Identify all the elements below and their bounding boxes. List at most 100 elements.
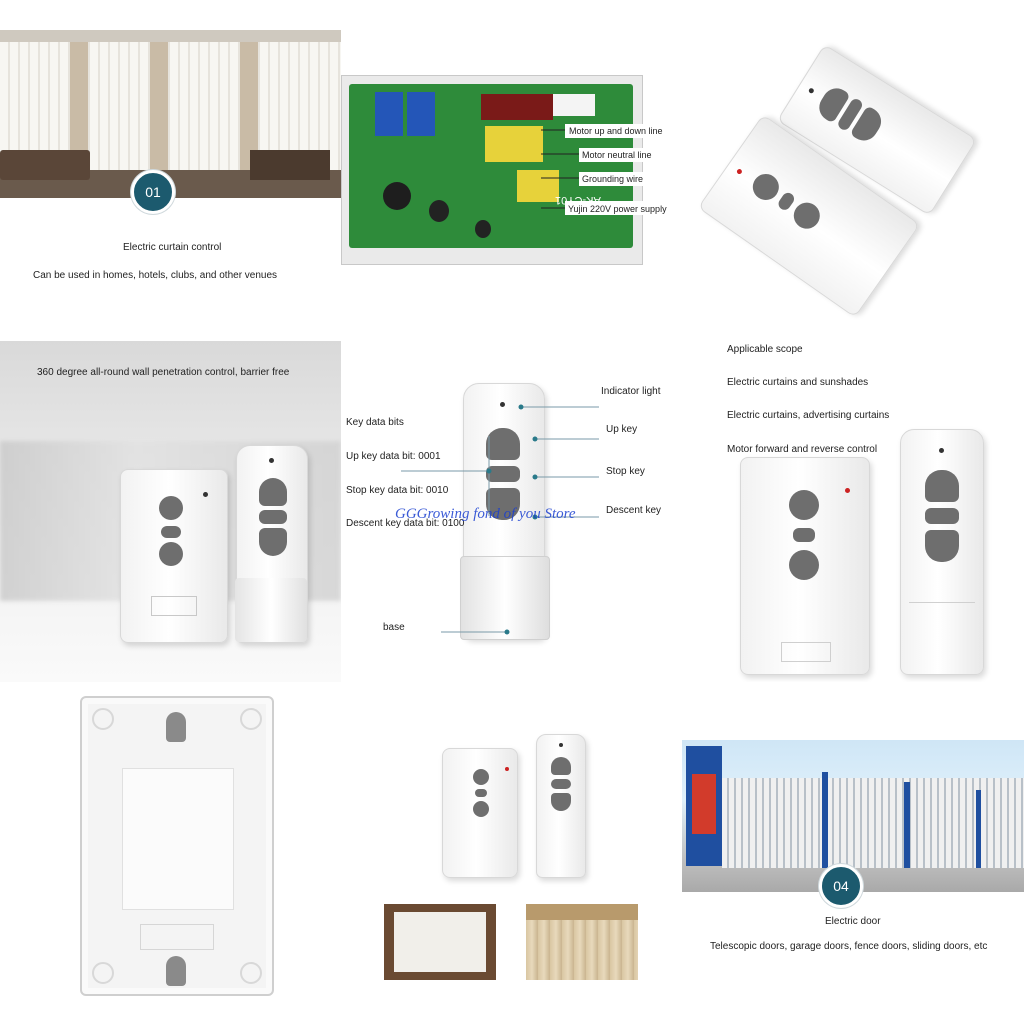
stop-key — [259, 510, 287, 524]
relay-2 — [407, 92, 435, 136]
label-stop-key: Stop key — [606, 466, 645, 477]
label-bg-2 — [579, 148, 657, 162]
down-key — [788, 197, 825, 234]
panel-title: Electric door — [825, 916, 881, 927]
label-bg-1 — [565, 124, 667, 138]
diagram-leaders — [401, 404, 599, 635]
panel-caption: 360 degree all-round wall penetration co… — [37, 367, 290, 378]
label-up-key: Up key — [606, 424, 638, 435]
up-key — [486, 428, 520, 460]
remote-slim — [235, 445, 308, 643]
remote-base — [235, 578, 307, 642]
label-grounding: Grounding wire — [582, 174, 644, 184]
pcb-board: AK-CY01 — [349, 84, 633, 248]
panel-remotes-screens — [341, 682, 682, 1024]
indicator-light — [559, 743, 563, 747]
indicator-light — [807, 87, 815, 95]
stop-key — [551, 779, 571, 789]
scope-item-3: Motor forward and reverse control — [727, 444, 878, 455]
down-key — [789, 550, 819, 580]
label-indicator-light: Indicator light — [601, 386, 661, 397]
down-key — [259, 528, 287, 556]
bottom-slot — [140, 924, 214, 950]
indicator-light — [500, 402, 505, 407]
label-bg-3 — [579, 172, 645, 186]
up-key — [473, 769, 489, 785]
corner-hole-tr — [240, 708, 262, 730]
capacitor-box — [481, 94, 553, 120]
buzzer — [383, 182, 411, 210]
gate-photo — [682, 740, 1024, 892]
stop-key — [925, 508, 959, 524]
mount-plate — [80, 696, 274, 996]
label-slot — [781, 642, 831, 662]
label-up-key-bit: Up key data bit: 0001 — [346, 451, 441, 462]
down-key — [159, 542, 183, 566]
remote-wide — [740, 457, 870, 675]
panel-subtitle: Telescopic doors, garage doors, fence do… — [710, 941, 988, 952]
label-motor-neutral: Motor neutral line — [582, 150, 652, 160]
yellow-cap-2 — [517, 170, 559, 202]
yellow-cap-1 — [485, 126, 543, 162]
remote-wide — [442, 748, 518, 878]
corner-hole-br — [240, 962, 262, 984]
stop-key — [486, 466, 520, 482]
step-badge-01: 01 — [131, 170, 175, 214]
store-watermark: GGGrowing fond of you Store — [395, 506, 576, 522]
down-key — [551, 793, 571, 811]
down-key — [486, 488, 520, 520]
indicator-light — [845, 488, 850, 493]
keyhole-bottom — [166, 956, 186, 986]
stop-key — [475, 789, 487, 797]
up-key — [159, 496, 183, 520]
down-key — [925, 530, 959, 562]
room-photo — [0, 30, 341, 198]
label-descent-key-bit: Descent key data bit: 0100 — [346, 518, 465, 529]
stop-key — [161, 526, 181, 538]
indicator-light — [735, 168, 743, 176]
indicator-light — [269, 458, 274, 463]
label-descent-key: Descent key — [606, 505, 662, 516]
label-stop-key-bit: Stop key data bit: 0010 — [346, 485, 449, 496]
label-key-data-bits: Key data bits — [346, 417, 404, 428]
panel-curtain-control: 01 Electric curtain control Can be used … — [0, 0, 341, 341]
stop-key — [793, 528, 815, 542]
label-bg-4 — [565, 201, 669, 215]
projection-screen-photo — [384, 904, 496, 980]
indicator-light — [939, 448, 944, 453]
stop-key — [776, 190, 797, 213]
panel-wall-mount — [0, 682, 341, 1024]
panel-title: Electric curtain control — [123, 242, 222, 253]
panel-electric-door: 04 Electric door Telescopic doors, garag… — [682, 682, 1024, 1024]
electrolytic-cap-2 — [475, 220, 491, 238]
scope-item-2: Electric curtains, advertising curtains — [727, 410, 890, 421]
corner-hole-bl — [92, 962, 114, 984]
remote-base — [460, 556, 550, 640]
panel-applicable-scope: Applicable scope Electric curtains and s… — [682, 341, 1024, 682]
down-key — [473, 801, 489, 817]
indicator-light — [203, 492, 208, 497]
panel-key-data-bits: Key data bits Up key data bit: 0001 Stop… — [341, 341, 682, 682]
terminal-block — [553, 94, 595, 116]
label-base: base — [383, 622, 405, 633]
panel-subtitle: Can be used in homes, hotels, clubs, and… — [33, 270, 278, 281]
scope-item-1: Electric curtains and sunshades — [727, 377, 869, 388]
indicator-light — [505, 767, 509, 771]
remote-diagram — [460, 383, 550, 640]
label-power-supply: Yujin 220V power supply — [568, 204, 667, 214]
up-key — [789, 490, 819, 520]
electrolytic-cap — [429, 200, 449, 222]
up-key — [551, 757, 571, 775]
label-slot — [151, 596, 197, 616]
label-leaders — [541, 129, 581, 209]
curtain-photo — [526, 904, 638, 980]
keyhole-top — [166, 712, 186, 742]
remote-slim — [900, 429, 984, 675]
relay-1 — [375, 92, 403, 136]
gate-fence — [722, 778, 1024, 868]
panel-remotes-angled — [682, 0, 1024, 341]
scope-heading: Applicable scope — [727, 344, 803, 355]
remote-slim — [536, 734, 586, 878]
center-pad — [122, 768, 234, 910]
panel-wall-penetration: 360 degree all-round wall penetration co… — [0, 341, 341, 682]
